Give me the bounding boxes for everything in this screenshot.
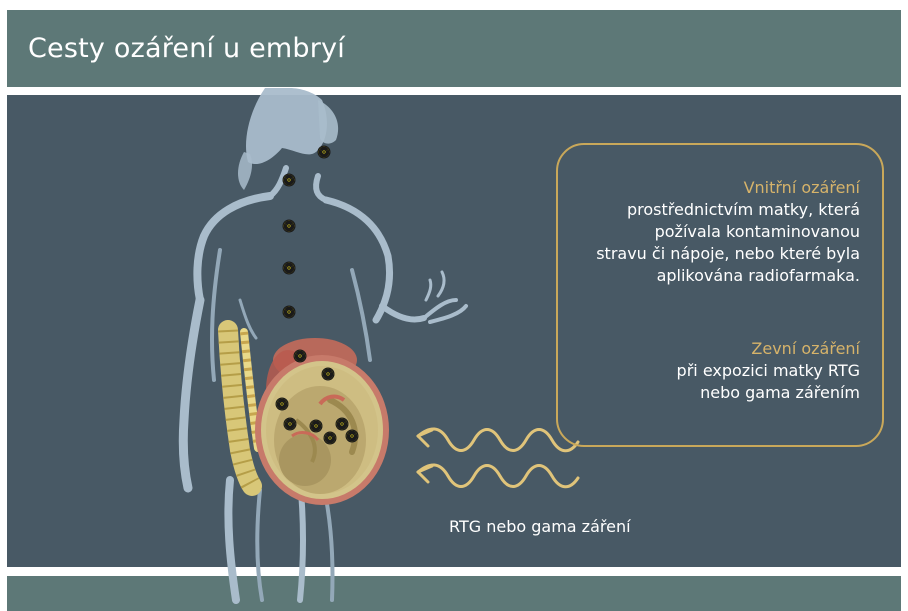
radiation-trefoil-icon [282, 220, 296, 233]
external-exposure-line: při expozici matky RTG [677, 360, 860, 382]
internal-exposure-line: prostřednictvím matky, která [596, 199, 860, 221]
wavy-arrow-icon [418, 429, 578, 451]
internal-exposure-heading: Vnitřní ozáření [596, 177, 860, 199]
radiation-trefoil-icon [282, 306, 296, 319]
internal-exposure-block: Vnitřní ozáření prostřednictvím matky, k… [596, 177, 860, 287]
internal-exposure-line: aplikována radiofarmaka. [596, 265, 860, 287]
radiation-trefoil-icon [282, 262, 296, 275]
head-shape [246, 88, 327, 164]
external-exposure-heading: Zevní ozáření [677, 338, 860, 360]
internal-exposure-line: požívala kontaminovanou [596, 221, 860, 243]
wavy-arrow-icon [418, 465, 578, 487]
external-exposure-block: Zevní ozáření při expozici matky RTG neb… [677, 338, 860, 404]
external-exposure-line: nebo gama zářením [677, 382, 860, 404]
internal-exposure-line: stravu či nápoje, nebo které byla [596, 243, 860, 265]
radiation-source-label: RTG nebo gama záření [449, 517, 631, 536]
